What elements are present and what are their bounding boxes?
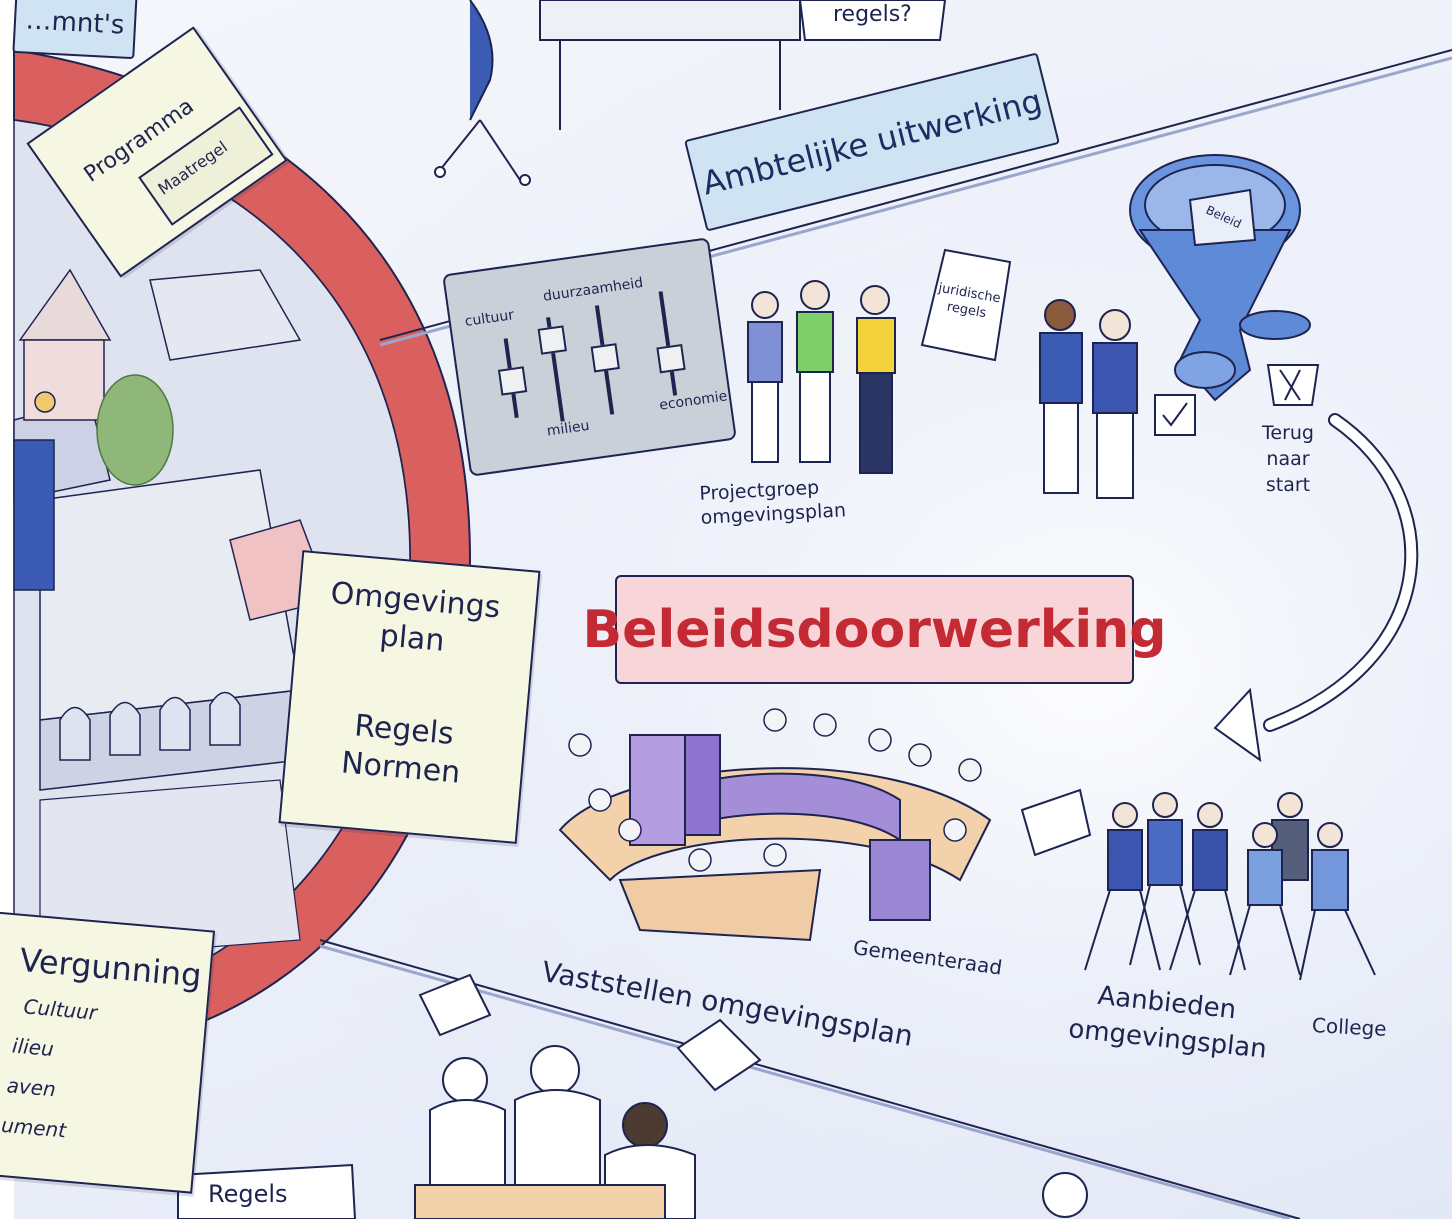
top-left-label-text: …mnt's	[24, 5, 126, 41]
beleidsdoorwerking-text: Beleidsdoorwerking	[582, 599, 1167, 660]
trash-bin-icon	[1266, 364, 1320, 406]
slider-knob-duurzaamheid[interactable]	[537, 325, 567, 355]
question-note-text: regels?	[833, 2, 912, 27]
slider-label-milieu: milieu	[545, 417, 591, 440]
vergunning-item-bouwen: aven	[5, 1073, 57, 1102]
slider-knob-cultuur[interactable]	[497, 366, 528, 396]
projectgroep-label: Projectgroep omgevingsplan	[698, 476, 847, 529]
omgevingsplan-note: Omgevings plan Regels Normen	[278, 550, 541, 844]
regels-bottom-label: Regels	[208, 1180, 288, 1208]
omgevingsplan-title: Omgevings plan	[329, 575, 502, 659]
slider-label-economie: economie	[658, 388, 729, 414]
top-left-label: …mnt's	[12, 0, 138, 60]
college-label: College	[1311, 1013, 1388, 1041]
slider-knob-milieu[interactable]	[590, 343, 620, 373]
slider-label-cultuur: cultuur	[463, 307, 516, 330]
sliders-panel: cultuur duurzaamheid milieu economie	[442, 237, 737, 477]
vergunning-title: Vergunning	[18, 940, 204, 995]
beleidsdoorwerking-label: Beleidsdoorwerking	[583, 575, 1166, 684]
vergunning-note: Vergunning Cultuur ilieu aven ument	[0, 910, 216, 1194]
slider-knob-economie[interactable]	[656, 343, 686, 374]
vergunning-item-monument: ument	[0, 1112, 68, 1143]
regels-normen-text: Regels Normen	[339, 708, 462, 791]
maatregel-label: Maatregel	[154, 137, 231, 199]
slider-label-duurzaamheid: duurzaamheid	[542, 274, 645, 305]
terug-naar-start-label: Terug naar start	[1262, 422, 1314, 496]
vergunning-item-cultuur: Cultuur	[22, 994, 99, 1025]
vergunning-item-milieu: ilieu	[11, 1033, 55, 1062]
funnel-icon	[1129, 154, 1311, 402]
